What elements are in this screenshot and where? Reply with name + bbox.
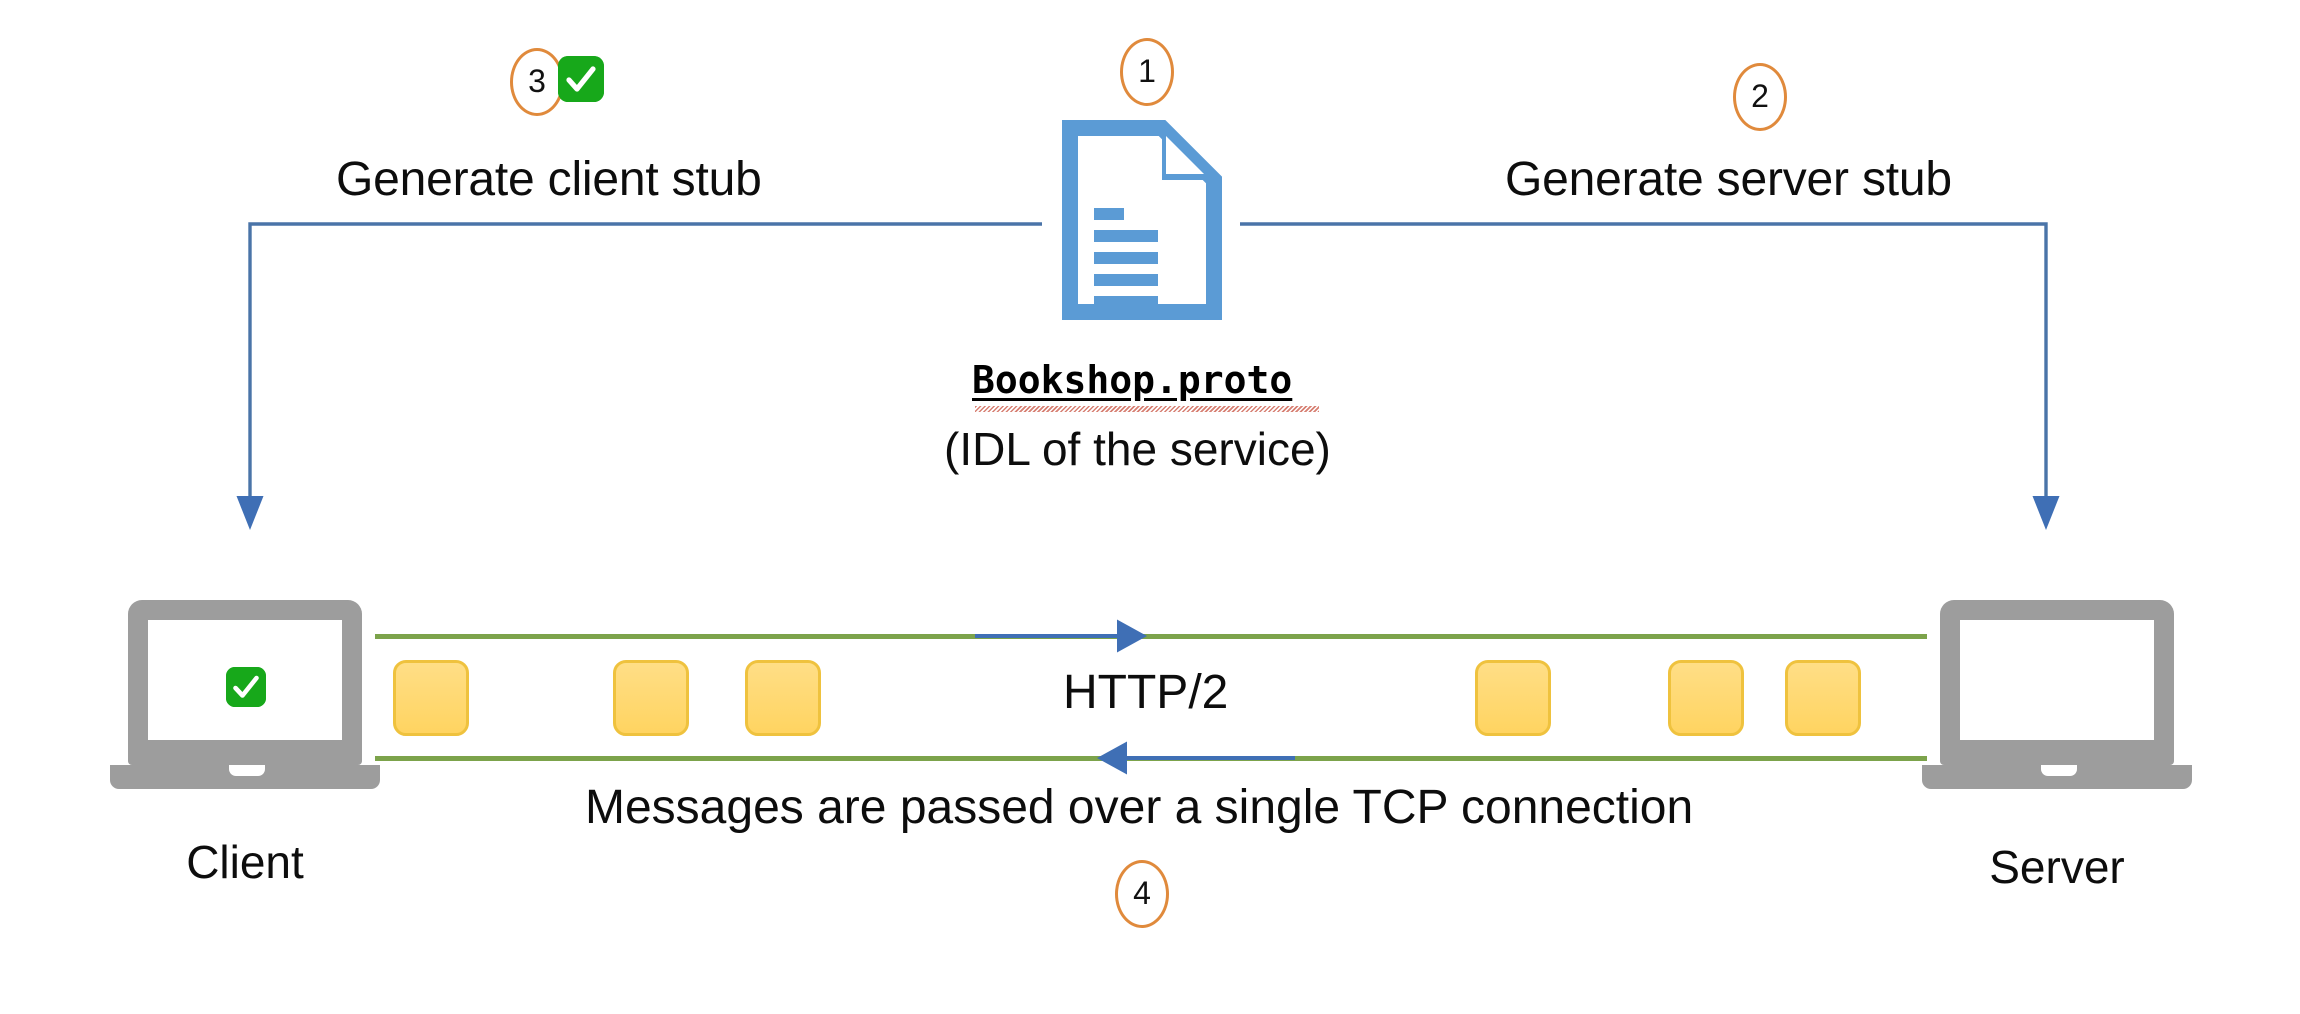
message-box-s2 (1668, 660, 1744, 736)
spellcheck-squiggle (975, 406, 1319, 412)
response-arrow-icon (1095, 740, 1295, 776)
connector-to-server (1238, 218, 2060, 538)
step-marker-3-number: 3 (528, 63, 546, 99)
http2-label: HTTP/2 (1063, 666, 1229, 719)
connector-to-client (236, 218, 1046, 538)
client-laptop-notch (229, 765, 265, 776)
document-icon (1062, 120, 1222, 320)
server-label: Server (1989, 841, 2125, 893)
step-marker-4-number: 4 (1133, 875, 1151, 911)
server-laptop (1922, 600, 2192, 810)
check-badge-client-screen (226, 667, 266, 707)
server-laptop-screen (1960, 620, 2154, 740)
step-marker-1-number: 1 (1138, 53, 1156, 89)
step-marker-1: 1 (1120, 38, 1174, 106)
check-badge-client-stub (558, 56, 604, 102)
generate-server-stub-label: Generate server stub (1505, 153, 1952, 206)
step-marker-3: 3 (510, 48, 564, 116)
tcp-connection-caption: Messages are passed over a single TCP co… (585, 781, 1694, 834)
step-marker-2: 2 (1733, 63, 1787, 131)
message-box-c1 (393, 660, 469, 736)
message-box-c2 (613, 660, 689, 736)
request-arrow-icon (975, 618, 1150, 654)
step-marker-4: 4 (1115, 860, 1169, 928)
message-box-s3 (1785, 660, 1861, 736)
generate-client-stub-label: Generate client stub (336, 153, 762, 206)
message-box-c3 (745, 660, 821, 736)
tcp-channel-top-rail (375, 634, 1927, 639)
step-marker-2-number: 2 (1751, 78, 1769, 114)
idl-subtitle: (IDL of the service) (944, 423, 1331, 475)
proto-file-name: Bookshop.proto (972, 358, 1293, 402)
server-laptop-notch (2041, 765, 2077, 776)
message-box-s1 (1475, 660, 1551, 736)
client-label: Client (186, 836, 304, 888)
